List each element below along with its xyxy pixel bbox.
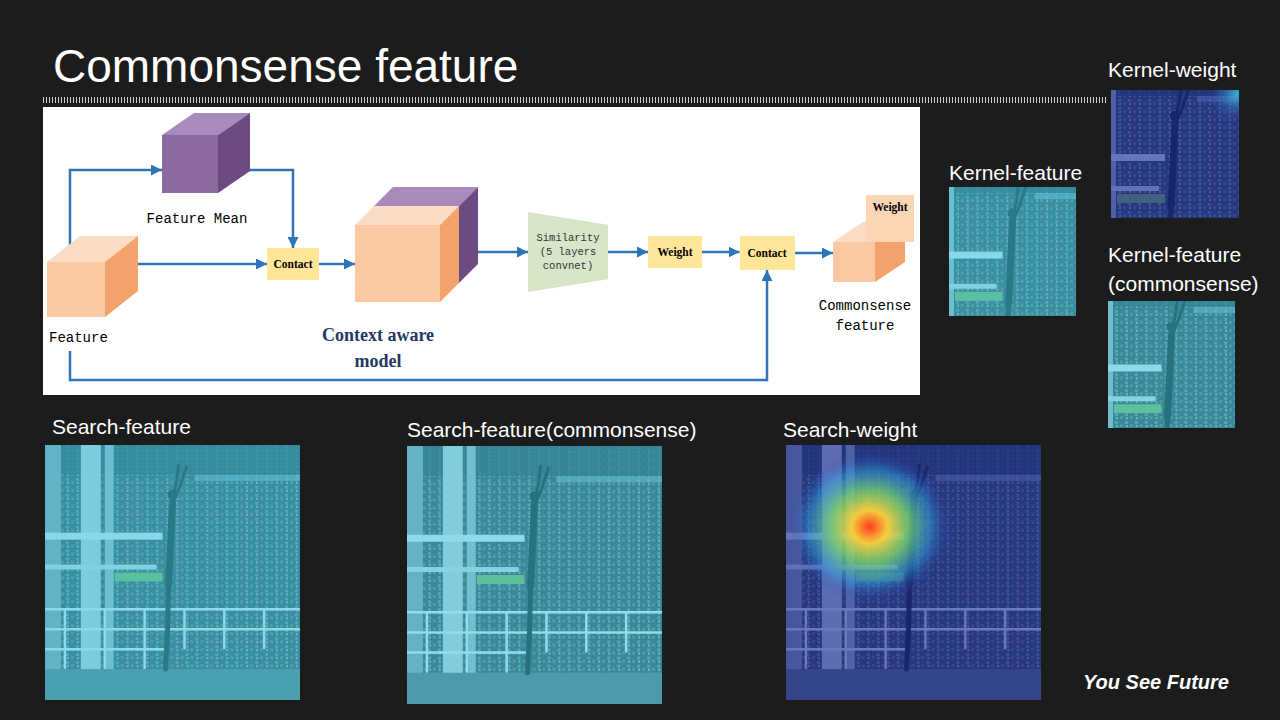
kernel-feature-image bbox=[886, 163, 1140, 421]
feature-tint bbox=[45, 445, 300, 700]
commonsense-feature-cube: Commonsense featureWeight bbox=[833, 222, 905, 282]
label-holder: Kernel-feature bbox=[949, 161, 1082, 185]
context-aware-model-cube: Context aware model bbox=[355, 187, 478, 302]
concat-box: Contact bbox=[740, 236, 795, 270]
photo bbox=[1045, 277, 1280, 531]
weight-box: Weight bbox=[648, 236, 702, 268]
cube-face bbox=[47, 262, 105, 317]
label-holder: Kernel-feature (commonsense) bbox=[1108, 240, 1273, 298]
label-holder: You See Future bbox=[1083, 670, 1229, 694]
weight-tint bbox=[786, 445, 1041, 700]
label-holder: Search-feature(commonsense) bbox=[407, 418, 696, 442]
node-caption: Feature bbox=[49, 329, 108, 347]
cube-face bbox=[162, 135, 218, 193]
photo bbox=[1047, 66, 1280, 322]
photo bbox=[786, 445, 1041, 700]
label-holder: Kernel-weight bbox=[1108, 58, 1236, 82]
cube-outline bbox=[47, 236, 138, 317]
trapezoid-shape bbox=[528, 212, 608, 292]
flow-arrow bbox=[477, 251, 528, 254]
label-holder: Commonsense feature bbox=[809, 296, 921, 336]
slide-title: Commonsense feature bbox=[53, 43, 518, 89]
node-caption: Commonsense feature bbox=[809, 296, 921, 336]
title-holder: Commonsense feature bbox=[53, 43, 518, 89]
feature-cube: Feature bbox=[47, 236, 138, 317]
cube-face bbox=[833, 242, 875, 282]
cube-face bbox=[105, 236, 138, 317]
image-caption: Search-feature bbox=[52, 415, 191, 439]
heat-map bbox=[788, 451, 951, 602]
watermark: You See Future bbox=[1083, 670, 1229, 694]
image-caption: Kernel-weight bbox=[1108, 58, 1236, 82]
label-holder: Feature bbox=[49, 329, 108, 347]
image-caption: Search-feature(commonsense) bbox=[407, 418, 696, 442]
cube-face bbox=[218, 113, 250, 193]
similarity-block: Similarity (5 layers convnet) bbox=[528, 212, 608, 292]
feature-tint bbox=[1108, 301, 1235, 428]
image-caption: Kernel-feature (commonsense) bbox=[1108, 240, 1273, 298]
image-caption: Search-weight bbox=[783, 418, 917, 442]
photo bbox=[886, 163, 1140, 421]
feature-tint bbox=[949, 187, 1076, 316]
search-feature-image bbox=[45, 445, 300, 700]
box-label: Similarity (5 layers convnet) bbox=[532, 231, 604, 273]
flow-arrow bbox=[608, 251, 648, 254]
concat-box: Contact bbox=[267, 248, 319, 280]
cube-face bbox=[355, 225, 440, 302]
box-label: Weight bbox=[872, 200, 907, 214]
node-caption: Feature Mean bbox=[147, 210, 248, 228]
flow-arrow bbox=[249, 170, 293, 248]
feature-mean-cube: Feature Mean bbox=[162, 113, 250, 193]
box-label: Contact bbox=[748, 246, 787, 260]
label-holder: Context aware model bbox=[298, 322, 458, 374]
cube-face bbox=[459, 187, 478, 283]
flow-arrow bbox=[702, 251, 740, 254]
label-holder: Search-weight bbox=[783, 418, 917, 442]
title-rule bbox=[43, 97, 1108, 103]
cube-face bbox=[440, 206, 459, 302]
box-label: Weight bbox=[657, 245, 692, 259]
weight-box: Weight bbox=[866, 195, 914, 242]
kernel-weight-image bbox=[1047, 64, 1280, 322]
feature-tint bbox=[407, 446, 662, 704]
flow-arrow bbox=[319, 263, 355, 266]
kernel-feature-commonsense-image bbox=[1045, 277, 1280, 531]
search-feature-commonsense-image bbox=[407, 446, 662, 704]
flow-arrow bbox=[795, 252, 834, 255]
photo bbox=[407, 446, 662, 704]
search-weight-image bbox=[786, 445, 1041, 700]
box-label: Contact bbox=[274, 257, 313, 271]
diagram-panel bbox=[43, 107, 920, 395]
cube-outline bbox=[162, 113, 250, 193]
node-caption: Context aware model bbox=[298, 322, 458, 374]
photo bbox=[45, 445, 300, 700]
label-holder: Feature Mean bbox=[147, 210, 248, 228]
image-caption: Kernel-feature bbox=[949, 161, 1082, 185]
flow-arrow bbox=[137, 263, 267, 266]
cube-outline bbox=[355, 187, 478, 302]
label-holder: Search-feature bbox=[52, 415, 191, 439]
